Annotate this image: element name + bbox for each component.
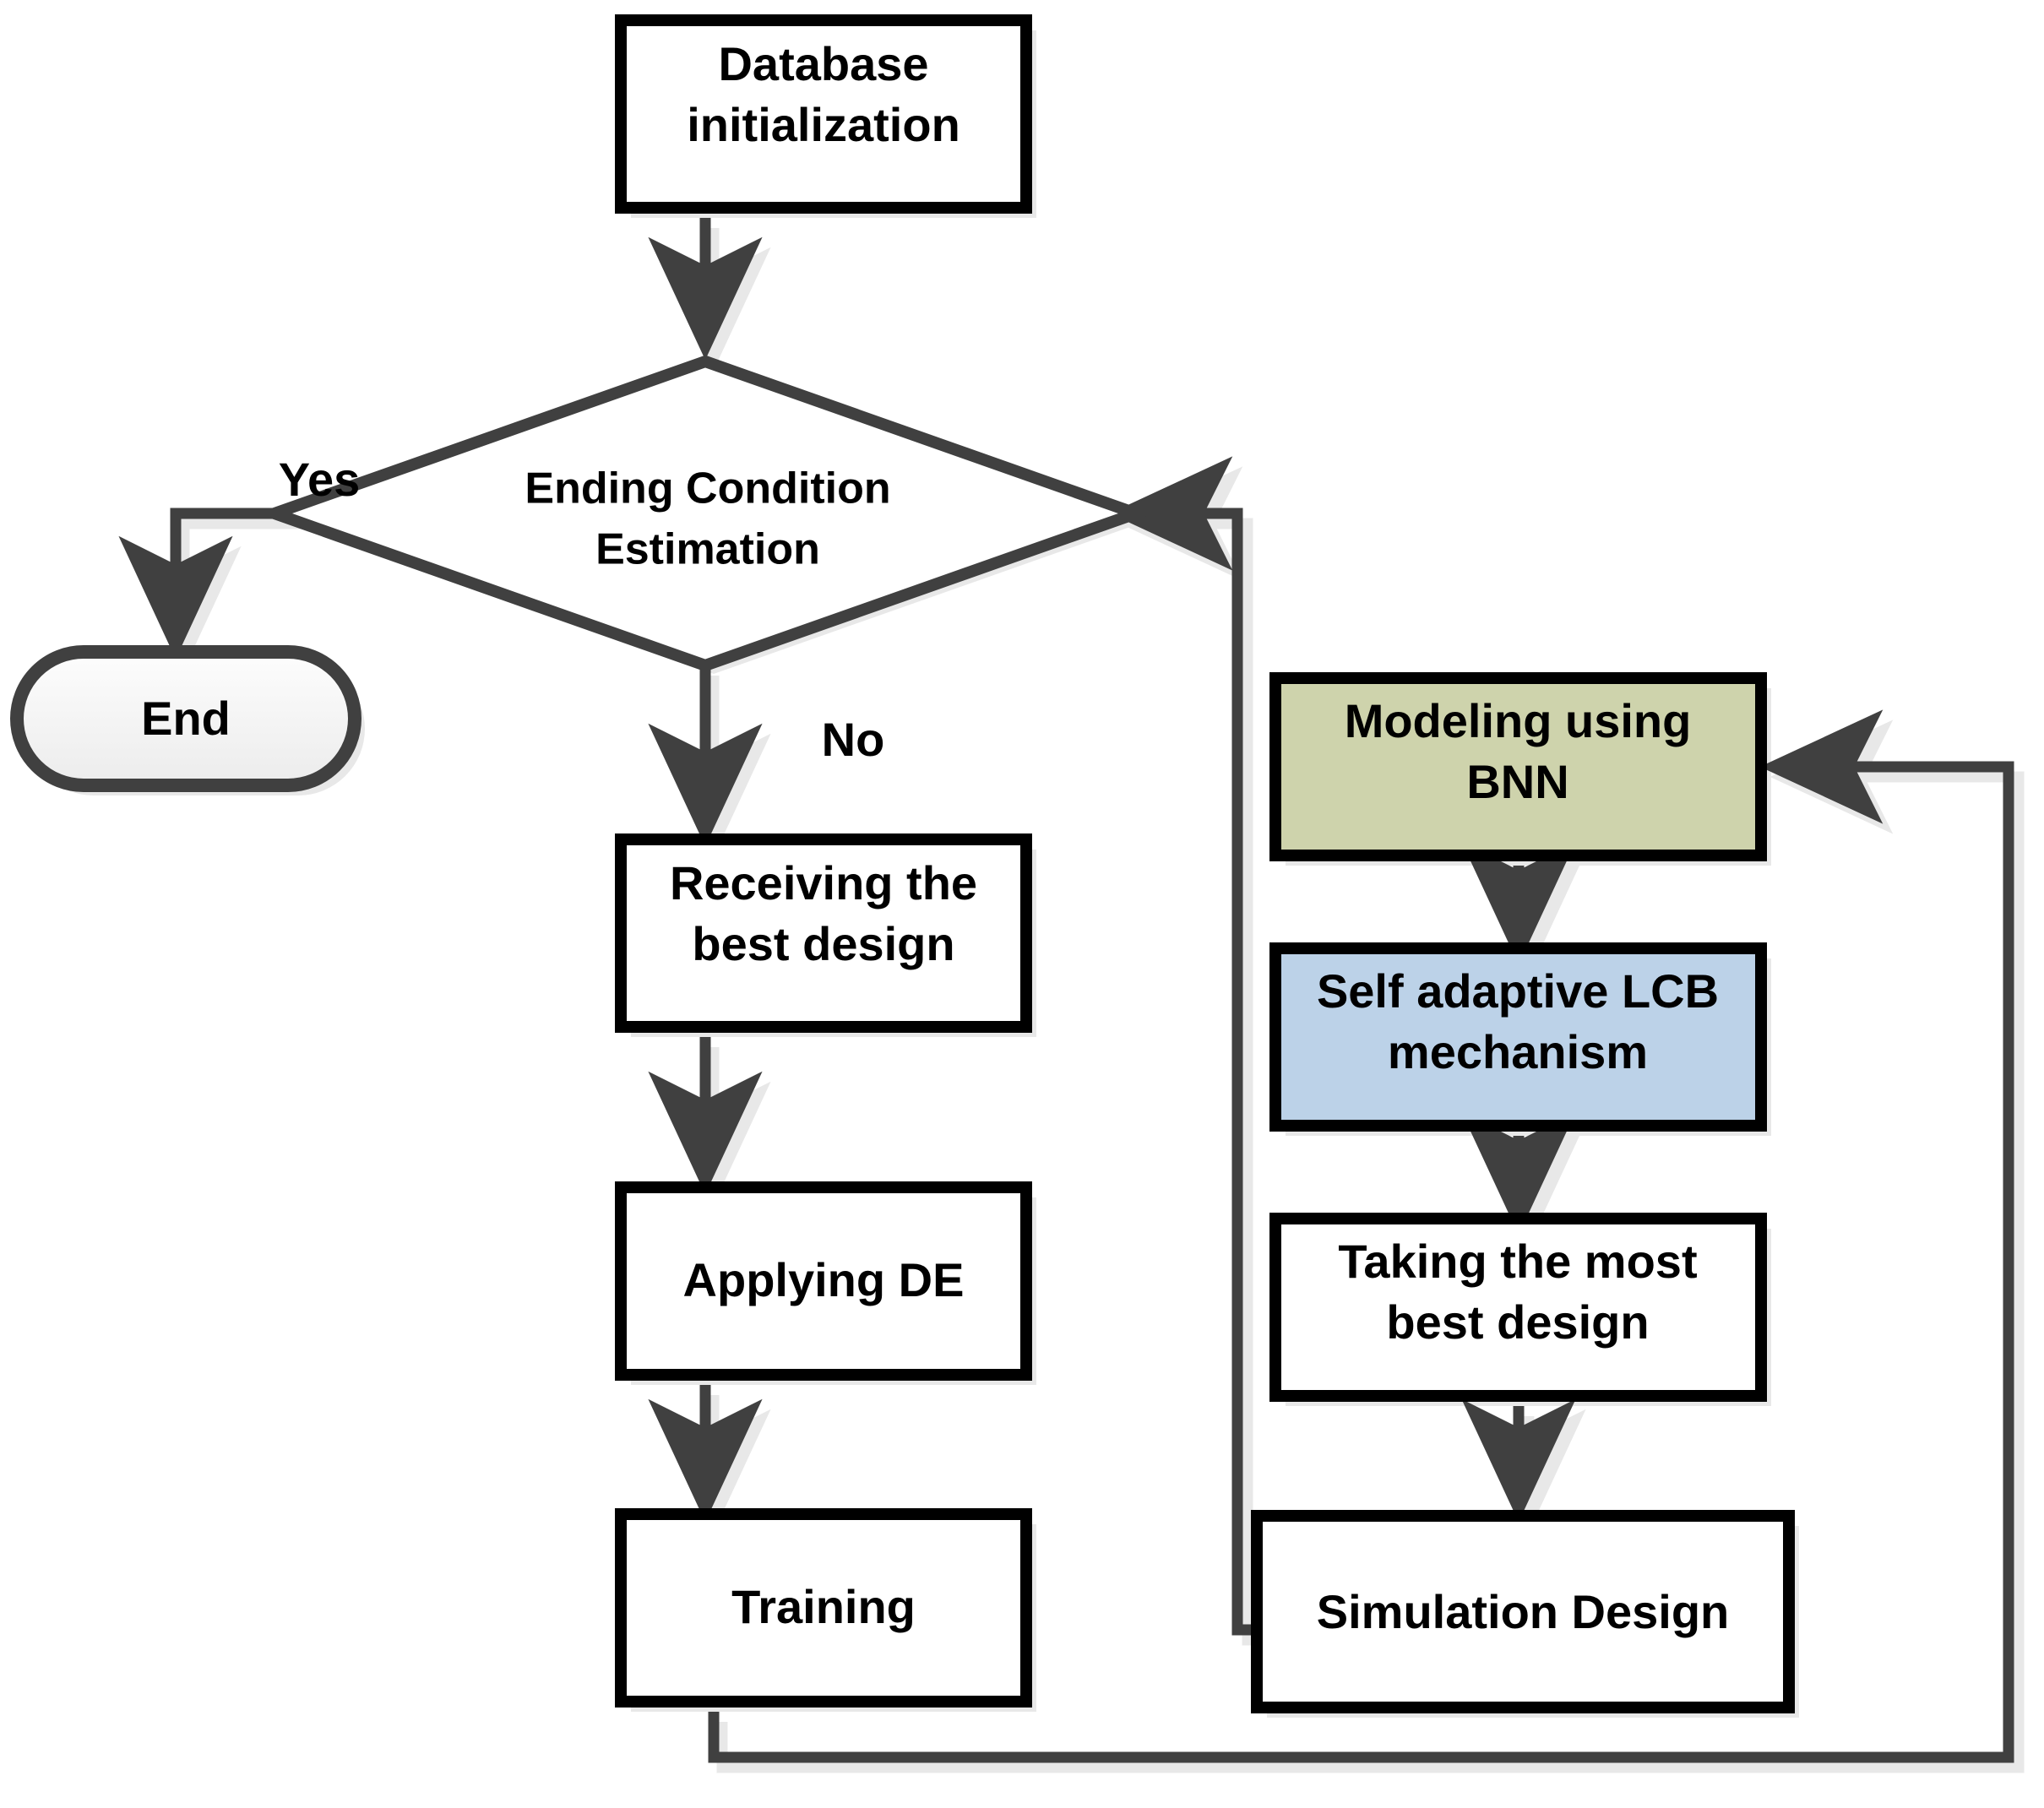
node-label-receiving-line1: Receiving the	[670, 856, 977, 909]
node-label-training: Training	[731, 1580, 916, 1633]
node-label-simulation-design: Simulation Design	[1317, 1585, 1730, 1638]
node-label-lcb-line1: Self adaptive LCB	[1317, 964, 1719, 1018]
node-ending-condition-estimation[interactable]: Ending Condition Estimation	[256, 355, 1155, 672]
node-label-applying-de: Applying DE	[683, 1253, 965, 1306]
node-label-end: End	[141, 692, 231, 745]
node-label-lcb-line2: mechanism	[1388, 1025, 1648, 1078]
edge-label-yes: Yes	[279, 453, 361, 506]
node-label-ending-condition-line2: Estimation	[595, 525, 820, 574]
edge-simulation-to-decision	[1109, 456, 1257, 1636]
edge-label-no: No	[822, 713, 885, 766]
node-taking-the-most-best-design[interactable]: Taking the most best design	[1269, 1213, 1767, 1402]
node-label-modeling-line2: BNN	[1466, 755, 1568, 808]
node-label-taking-line1: Taking the most	[1338, 1235, 1697, 1288]
node-label-database-initialization-line2: initialization	[687, 98, 960, 151]
connector-layer	[118, 218, 2014, 1763]
node-label-taking-line2: best design	[1386, 1295, 1649, 1349]
edge-training-to-modeling	[708, 709, 2014, 1763]
node-label-database-initialization-line1: Database	[718, 37, 928, 90]
node-modeling-using-bnn[interactable]: Modeling using BNN	[1269, 672, 1767, 861]
node-training[interactable]: Training	[615, 1508, 1032, 1708]
node-label-modeling-line1: Modeling using	[1345, 694, 1692, 747]
node-end[interactable]: End	[10, 645, 362, 792]
node-label-ending-condition-line1: Ending Condition	[525, 464, 890, 513]
node-receiving-the-best-design[interactable]: Receiving the best design	[615, 833, 1032, 1033]
node-simulation-design[interactable]: Simulation Design	[1251, 1510, 1795, 1713]
node-database-initialization[interactable]: Database initialization	[615, 14, 1032, 214]
node-self-adaptive-lcb-mechanism[interactable]: Self adaptive LCB mechanism	[1269, 942, 1767, 1132]
node-label-receiving-line2: best design	[692, 917, 954, 970]
node-applying-de[interactable]: Applying DE	[615, 1181, 1032, 1381]
